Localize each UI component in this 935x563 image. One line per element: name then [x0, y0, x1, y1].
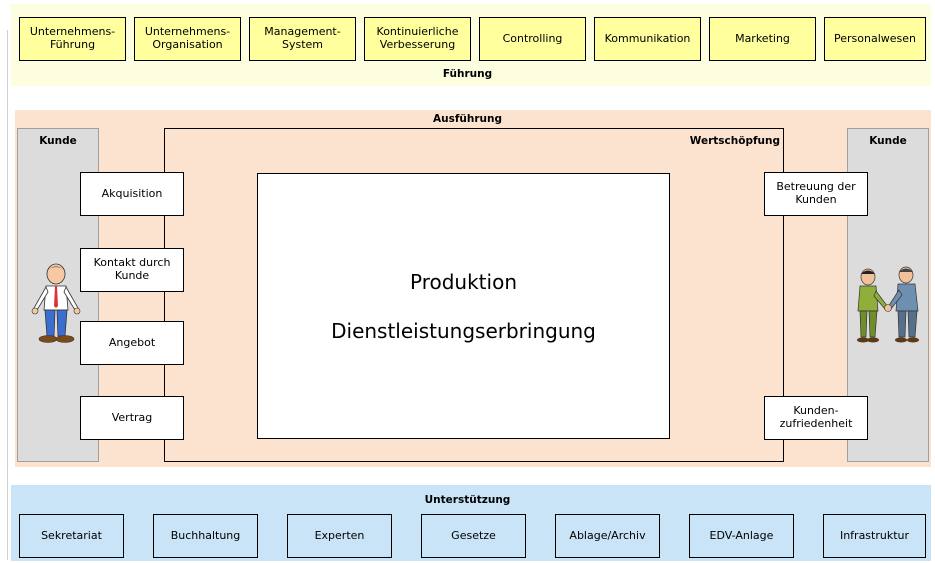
- wertschoepfung-label: Wertschöpfung: [689, 135, 780, 147]
- step-betreuung-der-kunden[interactable]: Betreuung der Kunden: [764, 172, 868, 216]
- unterstuetzung-item-gesetze[interactable]: Gesetze: [421, 514, 526, 558]
- fuehrung-item-kommunikation[interactable]: Kommunikation: [594, 17, 701, 61]
- fuehrung-item-marketing[interactable]: Marketing: [709, 17, 816, 61]
- unterstuetzung-item-experten[interactable]: Experten: [287, 514, 392, 558]
- unterstuetzung-label: Unterstützung: [424, 494, 511, 506]
- fuehrung-item-unternehmensfuehrung[interactable]: Unternehmens- Führung: [19, 17, 126, 61]
- fuehrung-item-unternehmensorganisation[interactable]: Unternehmens- Organisation: [134, 17, 241, 61]
- production-subtitle: Dienstleistungserbringung: [331, 319, 596, 343]
- fuehrung-item-controlling[interactable]: Controlling: [479, 17, 586, 61]
- wertschoepfung-frame: [164, 128, 784, 462]
- step-akquisition[interactable]: Akquisition: [80, 172, 184, 216]
- step-kontakt-durch-kunde[interactable]: Kontakt durch Kunde: [80, 248, 184, 292]
- production-title: Produktion: [410, 270, 517, 294]
- handshake-illustration: [857, 266, 919, 343]
- fuehrung-item-managementsystem[interactable]: Management- System: [249, 17, 356, 61]
- fuehrung-label: Führung: [442, 68, 493, 80]
- standing-man-illustration: [31, 263, 81, 343]
- kunde-left-label: Kunde: [39, 135, 77, 147]
- unterstuetzung-item-buchhaltung[interactable]: Buchhaltung: [153, 514, 258, 558]
- unterstuetzung-item-ablage-archiv[interactable]: Ablage/Archiv: [555, 514, 660, 558]
- step-vertrag[interactable]: Vertrag: [80, 396, 184, 440]
- fuehrung-item-personalwesen[interactable]: Personalwesen: [824, 17, 926, 61]
- kunde-right-label: Kunde: [869, 135, 907, 147]
- production-box[interactable]: Produktion Dienstleistungserbringung: [257, 173, 670, 439]
- step-angebot[interactable]: Angebot: [80, 321, 184, 365]
- unterstuetzung-item-edv-anlage[interactable]: EDV-Anlage: [689, 514, 794, 558]
- ausfuehrung-label: Ausführung: [432, 113, 502, 125]
- unterstuetzung-item-infrastruktur[interactable]: Infrastruktur: [823, 514, 926, 558]
- fuehrung-item-kontinuierliche-verbesserung[interactable]: Kontinuierliche Verbesserung: [364, 17, 471, 61]
- unterstuetzung-item-sekretariat[interactable]: Sekretariat: [19, 514, 124, 558]
- page-left-rule: [7, 30, 8, 560]
- step-kundenzufriedenheit[interactable]: Kunden- zufriedenheit: [764, 396, 868, 440]
